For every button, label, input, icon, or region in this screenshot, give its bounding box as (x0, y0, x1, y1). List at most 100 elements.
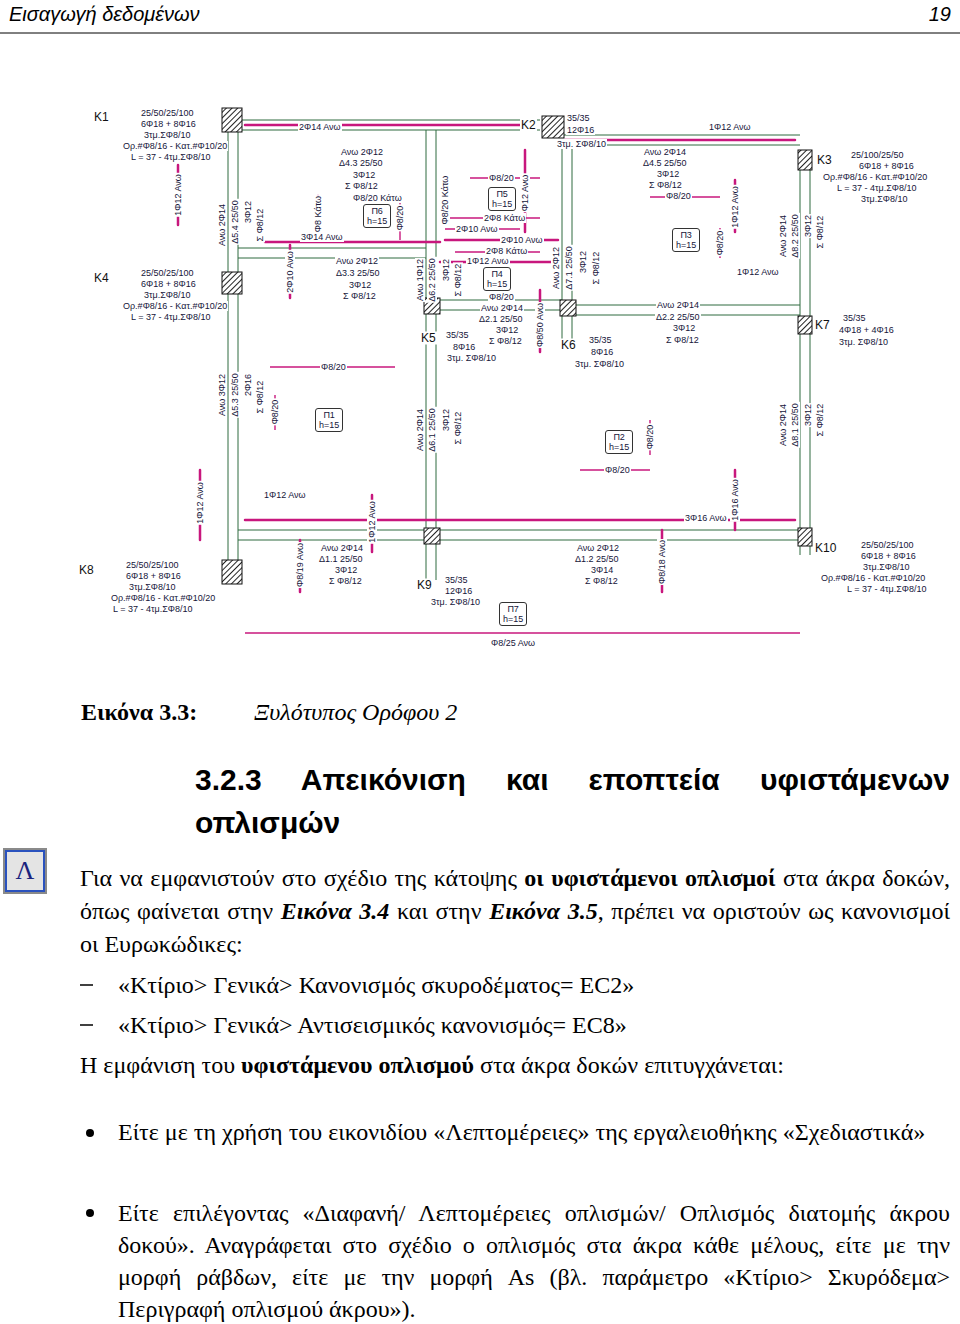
body-text: «Κτίριο> Γενικά> Αντισεισμικός κανονισμό… (118, 1012, 627, 1038)
slab-label: h=15 (492, 199, 512, 209)
rebar-annotation: 35/35 (444, 575, 469, 585)
rebar-annotation: 3Φ12 (578, 250, 588, 274)
rebar-annotation: 2Φ10 Ανω (285, 250, 295, 294)
rebar-annotation: 3Φ12 (334, 565, 358, 575)
rebar-annotation: Σ Φ8/12 (342, 291, 377, 301)
rebar-annotation: 3Φ12 (656, 169, 680, 179)
rebar-annotation: 3Φ14 Ανω (300, 232, 344, 242)
rebar-annotation: 3Φ12 (441, 408, 451, 432)
rebar-annotation: Φ8/18 Ανω (657, 539, 667, 585)
rebar-annotation: 2Φ8 Κάτω (485, 246, 528, 256)
rebar-annotation: Ανω 2Φ14 (643, 147, 687, 157)
rebar-annotation: 3τμ. ΣΦ8/10 (430, 597, 481, 607)
body-text: στα άκρα δοκών επιτυγχάνεται: (480, 1052, 784, 1078)
rebar-annotation: Δ3.3 25/50 (335, 268, 381, 278)
rebar-annotation: 3τμ.ΣΦ8/10 (860, 194, 909, 204)
rebar-annotation: 25/50/25/100 (140, 108, 195, 118)
rebar-annotation: 6Φ18 + 8Φ16 (140, 279, 197, 289)
rebar-annotation: Ανω 2Φ12 (551, 246, 561, 290)
rebar-annotation: 25/50/25/100 (125, 560, 180, 570)
rebar-annotation: Φ8/20 (395, 205, 405, 232)
column-label: K2 (520, 119, 537, 132)
rebar-annotation: Ανω 2Φ14 (217, 203, 227, 247)
body-text: Η εμφάνιση του (80, 1052, 235, 1078)
slab-tag: Π3h=15 (672, 228, 700, 252)
slab-label: Π1 (319, 410, 339, 420)
rebar-annotation: Δ8.2 25/50 (790, 213, 800, 259)
rebar-annotation: 3τμ. ΣΦ8/10 (838, 337, 889, 347)
rebar-annotation: Σ Φ8/12 (815, 403, 825, 438)
slab-label: Π7 (503, 604, 523, 614)
rebar-annotation: 35/35 (842, 313, 867, 323)
running-header: Εισαγωγή δεδομένων (8, 2, 201, 26)
slab-label: h=15 (503, 614, 523, 624)
rebar-annotation: Φ8/20 (665, 191, 692, 201)
rebar-annotation: L = 37 - 4τμ.ΣΦ8/10 (846, 584, 927, 594)
rebar-annotation: 6Φ18 + 8Φ16 (858, 161, 915, 171)
rebar-annotation: Δ4.3 25/50 (338, 158, 384, 168)
rebar-annotation: Δ8.1 25/50 (790, 402, 800, 448)
list-markers (80, 985, 94, 1217)
rebar-annotation: Ορ.#Φ8/16 - Κατ.#Φ10/20 (122, 141, 228, 151)
rebar-annotation: 3τμ.ΣΦ8/10 (143, 130, 192, 140)
column-label: K1 (93, 111, 110, 124)
rebar-annotation: 1Φ12 Ανω (195, 481, 205, 525)
rebar-lines (178, 125, 795, 592)
rebar-annotation: 25/50/25/100 (140, 268, 195, 278)
column-label: K7 (814, 319, 831, 332)
rebar-annotation: 2Φ8 Κάτω (483, 213, 526, 223)
rebar-annotation: 2Φ10 Ανω (455, 224, 499, 234)
rebar-annotation: Ανω 2Φ14 (656, 300, 700, 310)
rebar-annotation: Ανω 2Φ14 (778, 214, 788, 258)
body-paragraph: Είτε με τη χρήση του εικονιδίου «Λεπτομέ… (118, 1117, 950, 1148)
rebar-annotation: Ανω 2Φ12 (335, 256, 379, 266)
rebar-annotation: 1Φ12 Ανω (736, 267, 780, 277)
rebar-annotation: Σ Φ8/12 (328, 576, 363, 586)
rebar-annotation: 8Φ16 (590, 347, 614, 357)
rebar-annotation: 3Φ12 (803, 214, 813, 238)
rebar-annotation: Ανω 2Φ14 (778, 403, 788, 447)
rebar-annotation: Φ8/20 (270, 399, 280, 426)
column-label: K9 (416, 579, 433, 592)
rebar-annotation: Ορ.#Φ8/16 - Κατ.#Φ10/20 (820, 573, 926, 583)
slab-tag: Π1h=15 (315, 408, 343, 432)
beam-outlines (228, 112, 810, 580)
body-text: Για να εμφανιστούν στο σχέδιο της κάτοψη… (80, 865, 517, 891)
rebar-annotation: Φ8/19 Ανω (295, 542, 305, 588)
rebar-annotation: 3Φ12 (243, 200, 253, 224)
rebar-annotation: 1Φ12 Ανω (263, 490, 307, 500)
body-paragraph: «Κτίριο> Γενικά> Αντισεισμικός κανονισμό… (118, 1009, 950, 1041)
rebar-annotation: 3Φ12 (803, 403, 813, 427)
rebar-annotation: Δ1.2 25/50 (574, 554, 620, 564)
rebar-annotation: Δ2.1 25/50 (478, 314, 524, 324)
rebar-annotation: 3Φ14 (590, 565, 614, 575)
column-label: K5 (420, 332, 437, 345)
rebar-annotation: 25/100/25/50 (850, 150, 905, 160)
rebar-annotation: Ανω 2Φ12 (576, 543, 620, 553)
rebar-annotation: Σ Φ8/12 (255, 208, 265, 243)
rebar-annotation: Φ8/20 (488, 173, 515, 183)
rebar-annotation: 1Φ12 Ανω (466, 256, 510, 266)
rebar-annotation: Ορ.#Φ8/16 - Κατ.#Φ10/20 (822, 172, 928, 182)
rebar-annotation: Ανω 2Φ14 (320, 543, 364, 553)
emphasis-text: Εικόνα 3.4 (281, 898, 390, 924)
body-paragraph: Για να εμφανιστούν στο σχέδιο της κάτοψη… (80, 862, 950, 961)
slab-tag: Π4h=15 (483, 267, 511, 291)
rebar-annotation: Σ Φ8/12 (591, 251, 601, 286)
rebar-annotation: Σ Φ8/12 (815, 215, 825, 250)
column-label: K8 (78, 564, 95, 577)
rebar-annotation: Σ Φ8/12 (344, 181, 379, 191)
rebar-annotation: 3Φ12 (441, 258, 451, 282)
rebar-annotation: Φ8 Κάτω (313, 195, 323, 233)
slab-tag: Π6h=15 (363, 204, 391, 228)
body-text: και στην (397, 898, 482, 924)
rebar-annotation: Δ6.1 25/50 (427, 407, 437, 453)
rebar-annotation: 1Φ12 Ανω (173, 173, 183, 217)
distribution-lines (245, 178, 800, 633)
rebar-annotation: 3Φ12 (352, 170, 376, 180)
body-text: Είτε με τη χρήση του εικονιδίου «Λεπτομέ… (118, 1119, 925, 1145)
rebar-annotation: 3τμ. ΣΦ8/10 (446, 353, 497, 363)
figure-caption: Εικόνα 3.3: (80, 698, 198, 726)
rebar-annotation: 3Φ12 (495, 325, 519, 335)
rebar-annotation: Φ8/20 (715, 230, 725, 257)
